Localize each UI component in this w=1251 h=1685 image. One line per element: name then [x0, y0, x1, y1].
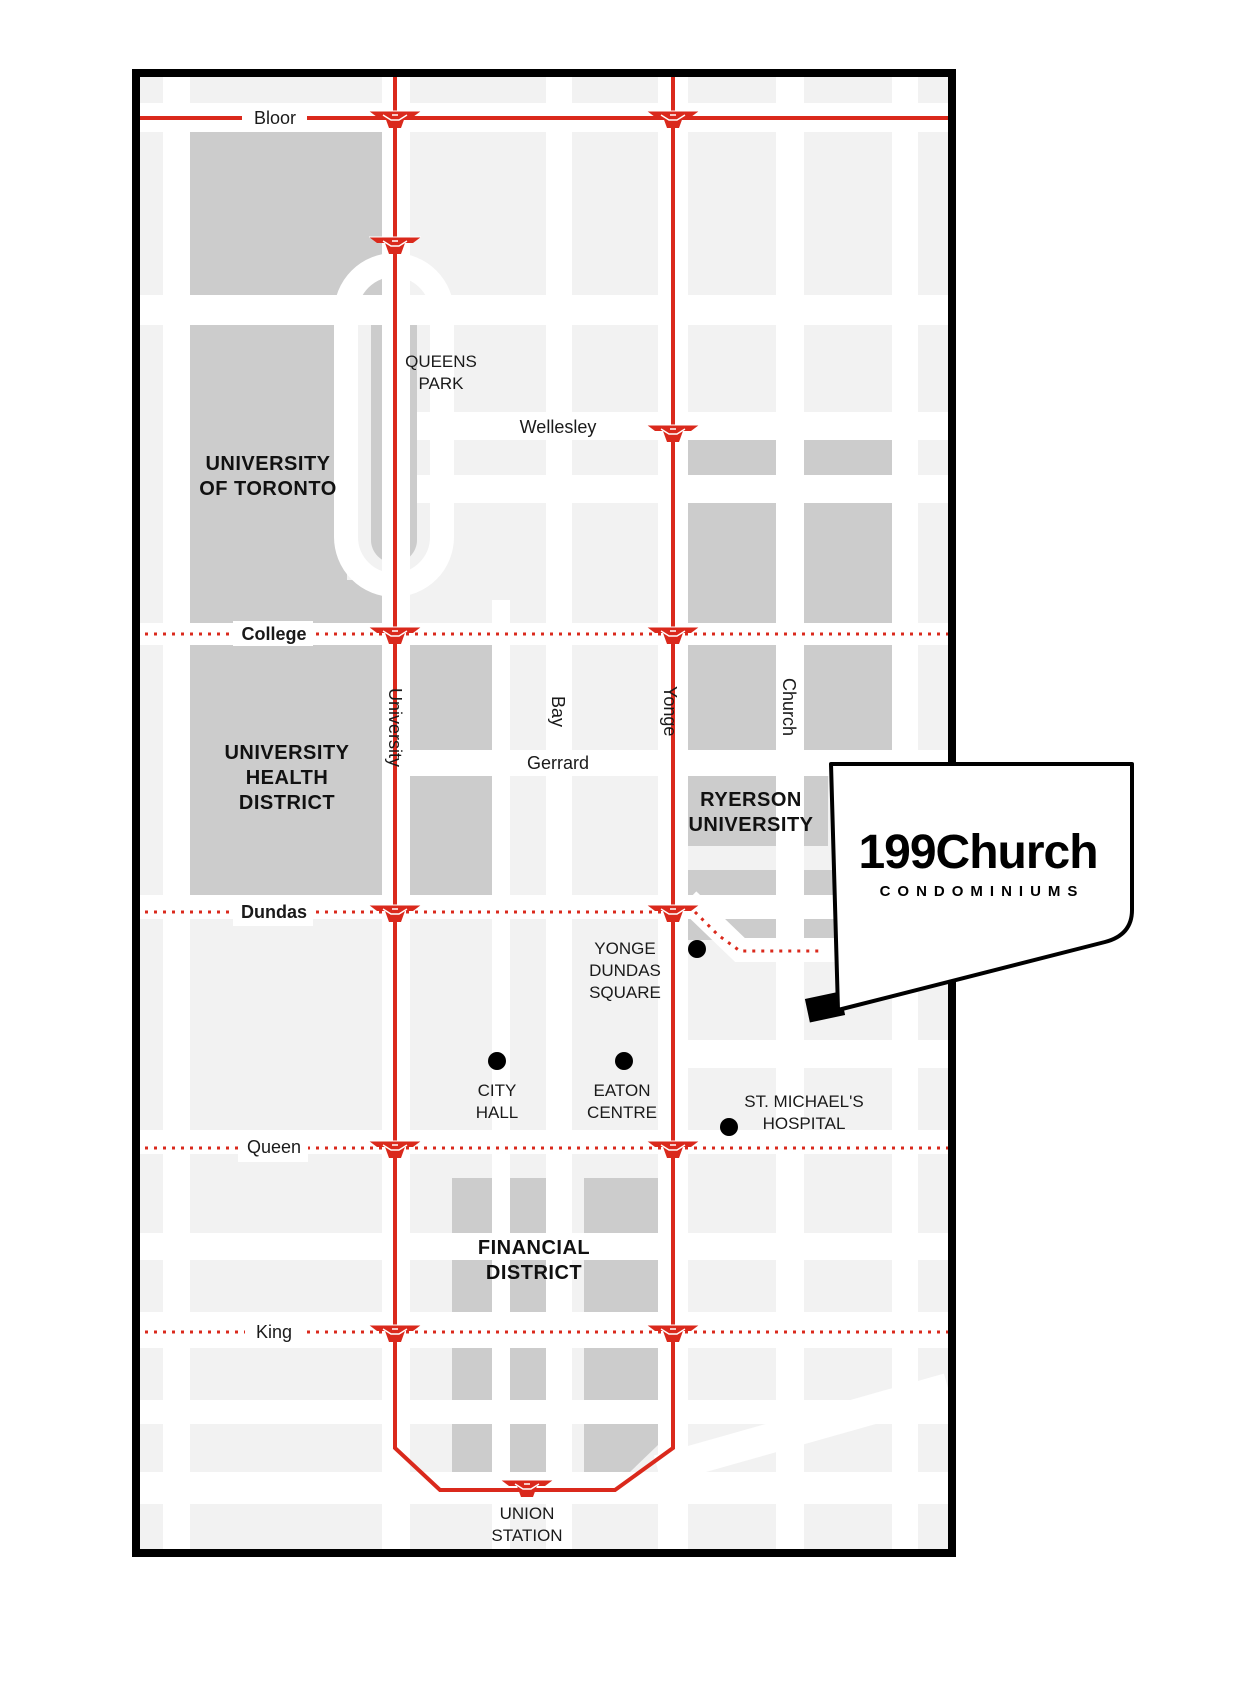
place-st-michaels-line2: HOSPITAL	[763, 1114, 846, 1133]
block-univ-bay-2	[410, 776, 492, 895]
place-yonge-dundas-line3: SQUARE	[589, 983, 661, 1002]
place-yonge-dundas-line1: YONGE	[594, 939, 655, 958]
place-city-hall-line1: CITY	[478, 1081, 517, 1100]
district-uoft-line1: UNIVERSITY	[205, 453, 330, 475]
place-union-line1: UNION	[500, 1504, 555, 1523]
street-label-gerrard: Gerrard	[527, 753, 589, 773]
block-church-east-3	[804, 645, 892, 750]
place-city-hall-line2: HALL	[476, 1103, 519, 1122]
landmark-dot-icon	[488, 1052, 506, 1070]
block-financial-6	[584, 1348, 658, 1400]
callout-shape	[829, 762, 1134, 1012]
place-yonge-dundas-line2: DUNDAS	[589, 961, 661, 980]
block-yonge-church-3	[688, 645, 776, 750]
place-queens-park-line2: PARK	[418, 374, 464, 393]
landmarks	[488, 940, 738, 1136]
block-uoft-main	[190, 325, 347, 623]
district-financial-line1: FINANCIAL	[478, 1237, 590, 1259]
block-uhd	[190, 645, 382, 895]
block-financial-2	[584, 1178, 658, 1233]
street-label-bay: Bay	[548, 696, 568, 727]
district-ryerson-line1: RYERSON	[700, 789, 802, 811]
place-eaton-line2: CENTRE	[587, 1103, 657, 1122]
block-financial-4	[584, 1260, 658, 1312]
street-label-queen: Queen	[247, 1137, 301, 1157]
block-uoft-north	[190, 132, 382, 295]
road-v-bay-west	[492, 600, 510, 1549]
street-label-yonge: Yonge	[660, 686, 680, 736]
place-queens-park-line1: QUEENS	[405, 352, 477, 371]
block-financial-8	[584, 1424, 658, 1472]
road-h-richmond	[140, 1233, 948, 1260]
street-label-king: King	[256, 1322, 292, 1342]
district-uhd-line2: HEALTH	[246, 767, 329, 789]
block-church-east-1	[804, 440, 892, 475]
district-uhd-line1: UNIVERSITY	[224, 742, 349, 764]
landmark-dot-icon	[720, 1118, 738, 1136]
street-label-university: University	[385, 688, 405, 767]
street-label-church: Church	[779, 678, 799, 736]
district-uoft-line2: OF TORONTO	[199, 478, 337, 500]
streetcar-routes	[145, 632, 948, 1334]
brand-subtitle: CONDOMINIUMS	[880, 883, 1085, 900]
district-financial-line2: DISTRICT	[486, 1262, 582, 1284]
district-uhd-line3: DISTRICT	[239, 792, 335, 814]
block-ryerson	[688, 776, 828, 846]
block-univ-bay-1	[410, 645, 492, 750]
location-pin-icon	[804, 991, 846, 1023]
landmark-dot-icon	[615, 1052, 633, 1070]
road-h-north2	[417, 475, 948, 503]
streetcar-dundas-east	[693, 910, 820, 953]
block-church-east-2	[804, 503, 892, 623]
place-st-michaels-line1: ST. MICHAEL'S	[744, 1092, 863, 1111]
district-ryerson-line2: UNIVERSITY	[688, 814, 813, 836]
brand-name: 199Church	[858, 826, 1097, 879]
block-yonge-church-1	[688, 440, 776, 475]
place-eaton-line1: EATON	[594, 1081, 651, 1100]
block-yonge-church-2	[688, 503, 776, 623]
landmark-dot-icon	[688, 940, 706, 958]
road-h-north	[140, 295, 948, 325]
brand-callout: 199Church CONDOMINIUMS	[829, 762, 1134, 1012]
street-label-wellesley: Wellesley	[520, 417, 597, 437]
place-union-line2: STATION	[491, 1526, 562, 1545]
road-h-south-dundas	[688, 1040, 948, 1068]
road-diagonal-southeast	[653, 1373, 948, 1485]
street-label-bloor: Bloor	[254, 108, 296, 128]
street-label-college: College	[241, 624, 306, 644]
street-label-dundas: Dundas	[241, 902, 307, 922]
